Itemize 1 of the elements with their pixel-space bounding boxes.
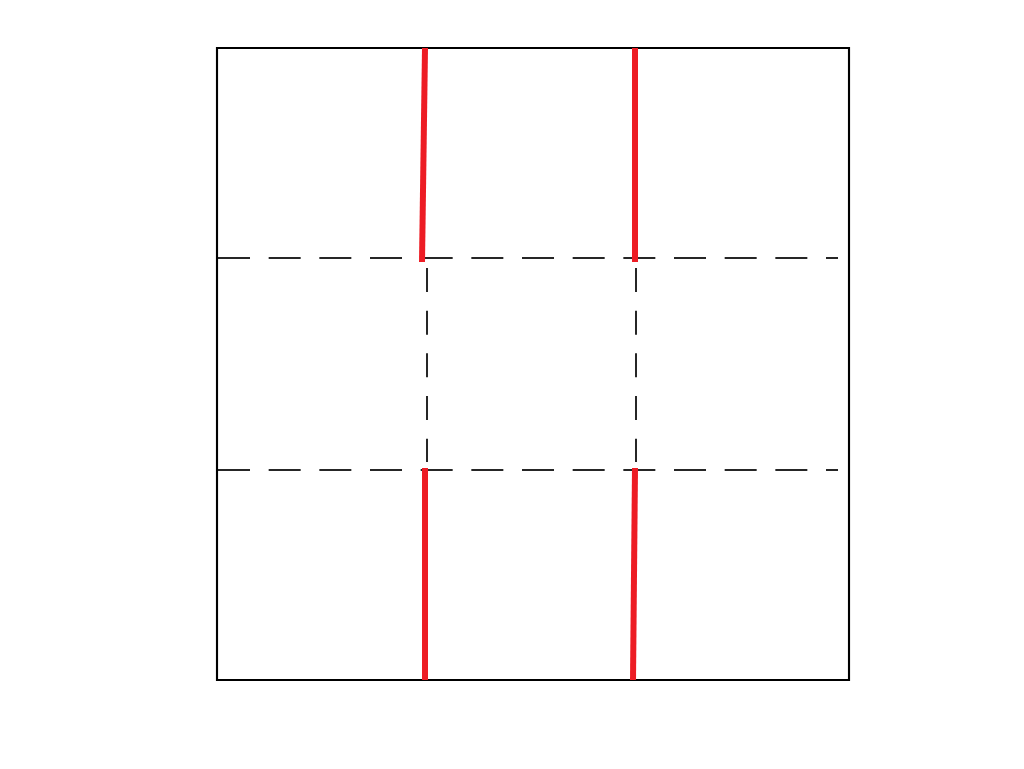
square-outline xyxy=(215,46,851,682)
